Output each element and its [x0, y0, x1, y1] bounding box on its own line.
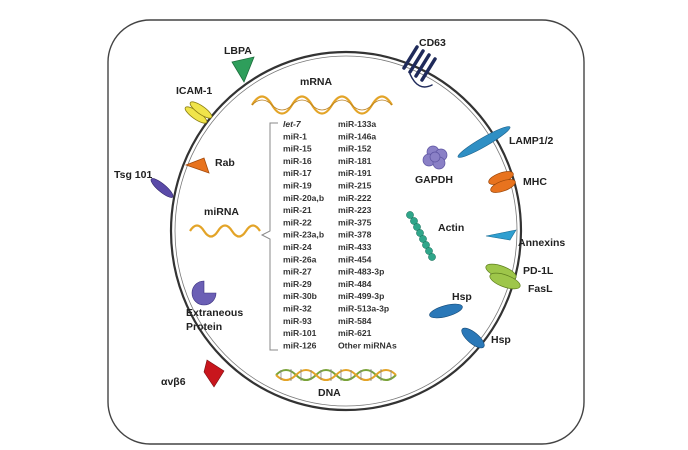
hsp-outer-icon: [461, 327, 485, 349]
mirna-item: miR-513a-3p: [338, 304, 389, 314]
icam-1-icon: [184, 101, 213, 124]
mirna-item: miR-222: [338, 193, 372, 203]
mirna-item: miR-19: [283, 181, 312, 191]
mirna-item: miR-375: [338, 217, 372, 227]
tsg101-icon: [150, 178, 174, 198]
cd63-icon: [402, 45, 437, 88]
dna-helix: [275, 369, 397, 381]
cd63-label: CD63: [419, 37, 446, 49]
mirna-item: miR-20a,b: [283, 193, 324, 203]
actin-icon: [406, 211, 436, 261]
mirna-item: miR-484: [338, 279, 372, 289]
mirna-item: miR-17: [283, 168, 312, 178]
rab-label: Rab: [215, 157, 235, 169]
mirna-item: miR-378: [338, 230, 372, 240]
mirna-item: miR-621: [338, 328, 372, 338]
dna-label: DNA: [318, 387, 341, 399]
hsp-inner-icon: [429, 303, 463, 319]
mirna-item: miR-30b: [283, 291, 317, 301]
lamp-label: LAMP1/2: [509, 135, 554, 147]
avb6-icon: [203, 359, 225, 388]
mirna-item: miR-27: [283, 267, 312, 277]
mirna-item: miR-584: [338, 316, 372, 326]
mirna-item: miR-483-3p: [338, 267, 384, 277]
mirna-item: Other miRNAs: [338, 340, 397, 350]
mirna-item: miR-24: [283, 242, 312, 252]
tsg101-label: Tsg 101: [114, 169, 152, 181]
mirna-item: miR-181: [338, 156, 372, 166]
mirna-item: let-7: [283, 119, 302, 129]
gapdh-icon: [422, 145, 448, 170]
mirna-item: miR-32: [283, 304, 312, 314]
mirna-item: miR-215: [338, 181, 372, 191]
annexins-label: Annexins: [518, 237, 565, 249]
mirna-item: miR-29: [283, 279, 312, 289]
mhc-label: MHC: [523, 176, 547, 188]
mirna-bracket: [260, 122, 278, 351]
mirna-list-right: miR-133a miR-146a miR-152 miR-181 miR-191 miR…: [338, 119, 397, 350]
mirna-item: miR-126: [283, 340, 317, 350]
mirna-item: miR-21: [283, 205, 312, 215]
mirna-item: miR-152: [338, 144, 372, 154]
actin-label: Actin: [438, 222, 464, 234]
lbpa-icon: [231, 56, 255, 83]
mirna-item: miR-26a: [283, 254, 317, 264]
icam-1-label: ICAM-1: [176, 85, 212, 97]
mirna-item: miR-191: [338, 168, 372, 178]
mirna-item: miR-433: [338, 242, 372, 252]
mirna-item: miR-499-3p: [338, 291, 384, 301]
mirna-item: miR-454: [338, 254, 372, 264]
lamp-icon: [457, 126, 511, 158]
mrna-wave-2: [251, 99, 393, 111]
pd1l-label: PD-1L: [523, 265, 554, 277]
gapdh-label: GAPDH: [415, 174, 453, 186]
lbpa-label: LBPA: [224, 45, 252, 57]
fasl-label: FasL: [528, 283, 553, 295]
mirna-item: miR-22: [283, 217, 312, 227]
mrna-wave: [251, 95, 393, 115]
avb6-label: αvβ6: [161, 376, 186, 388]
hsp-outer-label: Hsp: [491, 334, 511, 346]
mirna-item: miR-223: [338, 205, 372, 215]
mirna-label: miRNA: [204, 206, 239, 218]
pd1l-icon: [485, 263, 521, 290]
mirna-item: miR-101: [283, 328, 317, 338]
mirna-list-left: let-7 miR-1 miR-15 miR-16 miR-17 miR-19 miR-20…: [283, 119, 324, 350]
hsp-inner-label: Hsp: [452, 291, 472, 303]
mhc-icon: [488, 171, 516, 193]
extraneous-label-2: Protein: [186, 321, 222, 333]
mirna-item: miR-23a,b: [283, 230, 324, 240]
extraneous-label-1: Extraneous: [186, 307, 243, 319]
mrna-label: mRNA: [300, 76, 333, 88]
mirna-item: miR-133a: [338, 119, 376, 129]
annexins-icon: [485, 229, 517, 241]
mirna-wave: [189, 224, 261, 238]
mirna-item: miR-16: [283, 156, 312, 166]
vesicle-membrane-inner: [174, 55, 518, 407]
extraneous-protein-icon: [191, 280, 217, 306]
mirna-item: miR-1: [283, 131, 307, 141]
mirna-item: miR-146a: [338, 131, 376, 141]
vesicle-membrane-outer: [169, 50, 523, 412]
mirna-item: miR-93: [283, 316, 312, 326]
mirna-item: miR-15: [283, 144, 312, 154]
rab-icon: [184, 157, 210, 174]
outer-frame: [107, 19, 585, 445]
